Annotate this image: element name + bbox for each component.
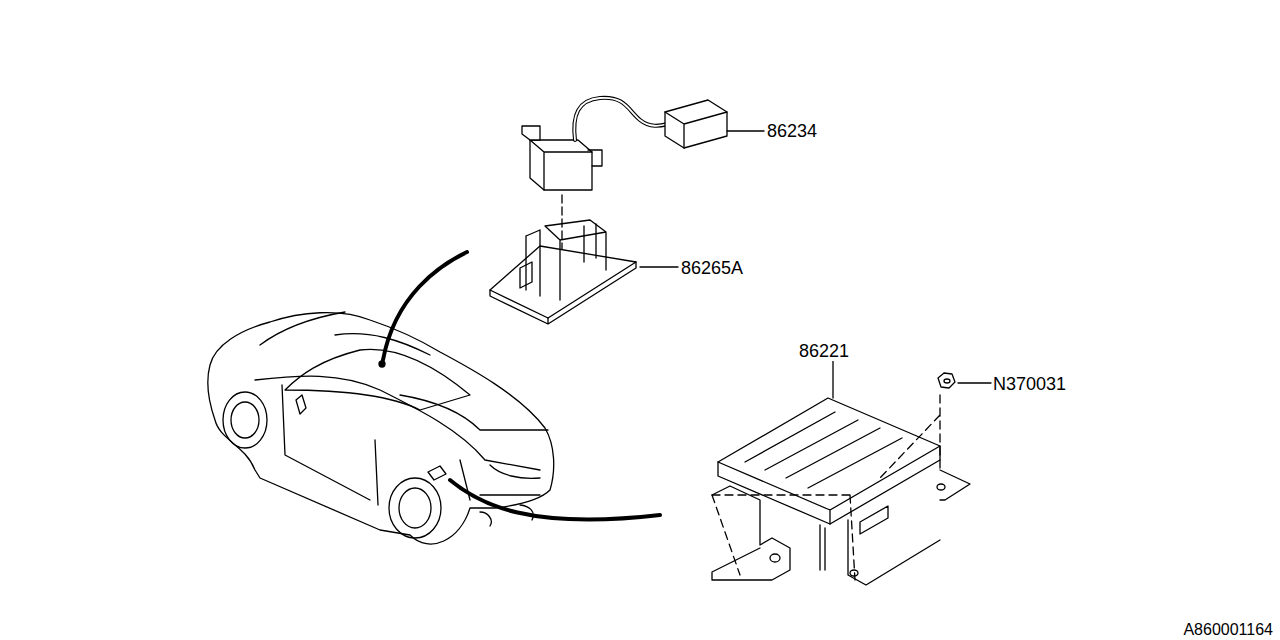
- part-number: 86234: [766, 121, 818, 141]
- part-number: 86265A: [680, 258, 744, 278]
- leader-curve: [383, 252, 467, 360]
- nut: [938, 373, 991, 388]
- part-number: 86221: [798, 341, 850, 361]
- part-number: N370031: [992, 374, 1067, 394]
- control-module: [712, 361, 970, 585]
- leader-curve: [450, 480, 660, 520]
- diagram-code: A860001164: [1182, 620, 1274, 640]
- relay-bracket: [490, 220, 678, 324]
- relay: [522, 98, 764, 250]
